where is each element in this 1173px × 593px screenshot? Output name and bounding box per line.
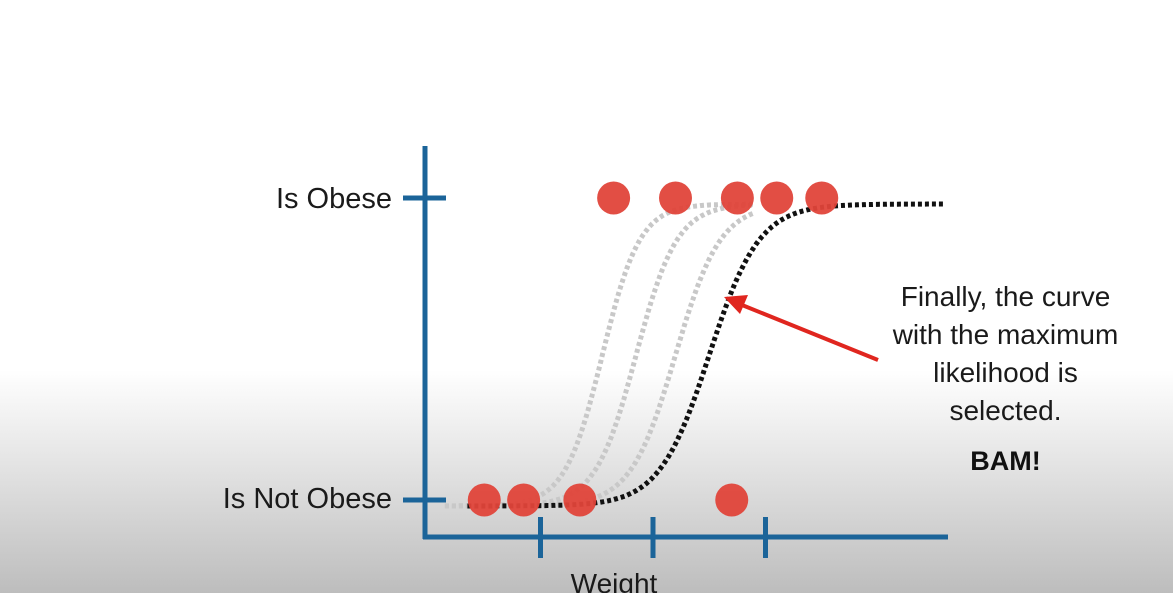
arrow-head [724,295,748,314]
chart-ticks [403,195,768,558]
annotation-line: likelihood is [933,357,1078,388]
chart-points [467,181,839,517]
annotation-line: with the maximum [892,319,1119,350]
candidate-curve-2 [444,202,755,509]
annotation-arrow [724,295,879,362]
data-point [597,181,631,215]
bam-exclamation: BAM! [970,446,1041,476]
data-point [715,483,749,517]
chart-axes [422,146,948,540]
annotation-line: selected. [949,395,1062,426]
data-point [659,181,692,215]
annotation-line: Finally, the curve [900,281,1111,312]
data-point [805,181,839,215]
data-point [760,181,794,215]
data-point [507,483,541,517]
y-tick-label-is-not-obese: Is Not Obese [223,483,392,515]
x-axis-label: Weight [571,568,658,593]
data-point [720,181,754,215]
candidate-curve-1 [444,201,755,509]
data-point [467,483,501,517]
y-tick-label-is-obese: Is Obese [276,183,392,215]
arrow-shaft [741,303,879,362]
data-point [563,483,597,517]
best-fit-curve [467,201,946,509]
annotation-text: Finally, the curve with the maximum like… [858,278,1153,430]
